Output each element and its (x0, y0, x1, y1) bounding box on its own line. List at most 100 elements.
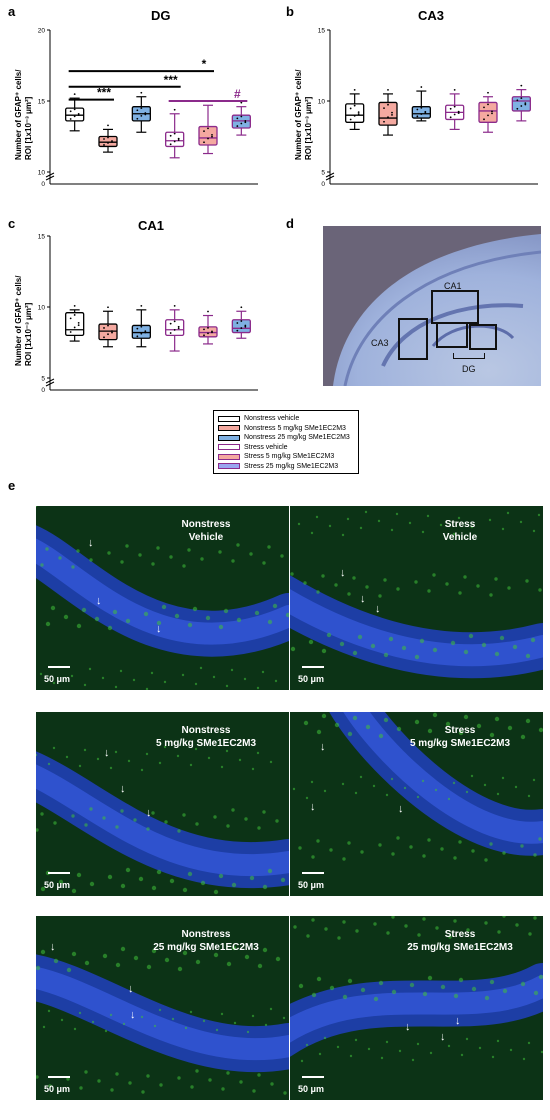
micrograph-astrocyte (427, 728, 433, 734)
chart-ca3-point (516, 107, 519, 110)
chart-ca3-point (524, 102, 527, 105)
micrograph-astrocyte (140, 1015, 144, 1019)
micrograph-astrocyte (533, 990, 539, 996)
chart-ca1-ylabel-line2: ROI [1x10⁻³ μm²] (24, 302, 33, 366)
micrograph-astrocyte (226, 961, 232, 967)
histology-dg-box-1 (436, 322, 468, 348)
micrograph-astrocyte (395, 512, 399, 516)
micrograph-astrocyte (84, 823, 88, 827)
micrograph-image (36, 916, 289, 1100)
chart-ca1-axis-break (45, 378, 55, 384)
legend-label: Nonstress 25 mg/kg SMe1EC2M3 (244, 434, 350, 442)
micrograph-astrocyte (199, 666, 203, 670)
legend-label: Nonstress vehicle (244, 415, 300, 423)
micrograph-astrocyte (244, 954, 250, 960)
chart-dg-point (136, 117, 139, 120)
micrograph-cell-layer-core (36, 538, 289, 645)
chart-dg-sig-label: * (202, 57, 207, 71)
scale-bar (302, 666, 324, 668)
micrograph-astrocyte (153, 1024, 157, 1028)
micrograph-astrocyte (538, 727, 543, 733)
micrograph-astrocyte (109, 1013, 113, 1017)
chart-dg-sig-label: *** (97, 86, 111, 100)
histology-dg-box-2 (469, 324, 497, 350)
chart-ca1-point (240, 320, 243, 322)
chart-ca3-point (524, 103, 527, 106)
micrograph-astrocyte (386, 931, 390, 935)
chart-dg-point (236, 117, 239, 120)
micrograph-astrocyte (357, 634, 363, 640)
chart-ca3-point (487, 114, 489, 117)
chart-ca3-point (520, 84, 523, 87)
arrow-icon: ↓ (440, 1031, 446, 1043)
micrograph-astrocyte (208, 1078, 212, 1082)
chart-dg-point (211, 133, 213, 136)
chart-dg-point (73, 93, 76, 96)
micrograph-astrocyte (452, 781, 456, 785)
chart-ca1-point (203, 328, 205, 331)
micrograph-astrocyte (354, 791, 358, 795)
micrograph-astrocyte (252, 1089, 256, 1093)
micrograph-astrocyte (114, 685, 118, 689)
micrograph-astrocyte (329, 985, 335, 991)
micrograph-astrocyte (310, 780, 314, 784)
micrograph-astrocyte (453, 856, 457, 860)
chart-dg-sig-label: *** (164, 73, 178, 87)
micrograph-astrocyte (94, 616, 100, 622)
micrograph-astrocyte (339, 641, 345, 647)
chart-dg-sig-label: # (234, 87, 241, 101)
micrograph-astrocyte (89, 807, 93, 811)
micrograph-astrocyte (52, 681, 56, 685)
micrograph-astrocyte (484, 858, 488, 862)
micrograph-astrocyte (164, 957, 170, 963)
micrograph-astrocyte (502, 988, 508, 994)
micrograph-astrocyte (502, 851, 506, 855)
micrograph-astrocyte (282, 1016, 286, 1020)
chart-ca3-point (391, 114, 393, 116)
chart-dg-point (73, 115, 76, 118)
chart-ca1-point (207, 326, 209, 329)
micrograph-astrocyte (311, 918, 315, 922)
micrograph-astrocyte (40, 949, 46, 955)
chart-ca3-point (387, 116, 389, 119)
micrograph-astrocyte (342, 920, 346, 924)
chart-ca3-point (449, 107, 452, 110)
scale-bar-label: 50 μm (44, 880, 71, 890)
micrograph-astrocyte (450, 640, 456, 646)
micrograph-astrocyte (151, 885, 157, 891)
chart-dg-point (107, 142, 109, 144)
micrograph-astrocyte (66, 1077, 70, 1081)
micrograph-astrocyte (79, 1086, 83, 1090)
micrograph-astrocyte (501, 527, 505, 531)
micrograph-astrocyte (115, 1072, 119, 1076)
chart-ca3-point (349, 118, 352, 121)
micrograph-astrocyte (538, 588, 542, 592)
micrograph-astrocyte (499, 635, 505, 641)
micrograph-astrocyte (177, 966, 183, 972)
chart-dg-axis-break-2 (45, 175, 55, 181)
micrograph-astrocyte (364, 510, 368, 514)
micrograph-label-line1: Stress (444, 725, 476, 736)
micrograph-astrocyte (422, 991, 428, 997)
micrograph-astrocyte (378, 733, 384, 739)
micrograph-astrocyte (52, 746, 56, 750)
micrograph-astrocyte (112, 609, 118, 615)
micrograph-astrocyte (78, 1011, 82, 1015)
micrograph-astrocyte (127, 759, 131, 763)
micrograph-astrocyte (290, 572, 294, 576)
micrograph-astrocyte (316, 729, 322, 735)
micrograph-astrocyte (132, 678, 136, 682)
micrograph-astrocyte (230, 668, 234, 672)
micrograph-astrocyte (458, 977, 464, 983)
micrograph-astrocyte (411, 1058, 415, 1062)
micrograph-astrocyte (76, 549, 80, 553)
micrograph-astrocyte (182, 813, 186, 817)
micrograph-astrocyte (40, 886, 46, 892)
micrograph-astrocyte (195, 822, 199, 826)
chart-ca1-point (244, 324, 247, 327)
micrograph-astrocyte (398, 1049, 402, 1053)
chart-dg-point (173, 108, 176, 111)
micrograph-astrocyte (115, 962, 121, 968)
